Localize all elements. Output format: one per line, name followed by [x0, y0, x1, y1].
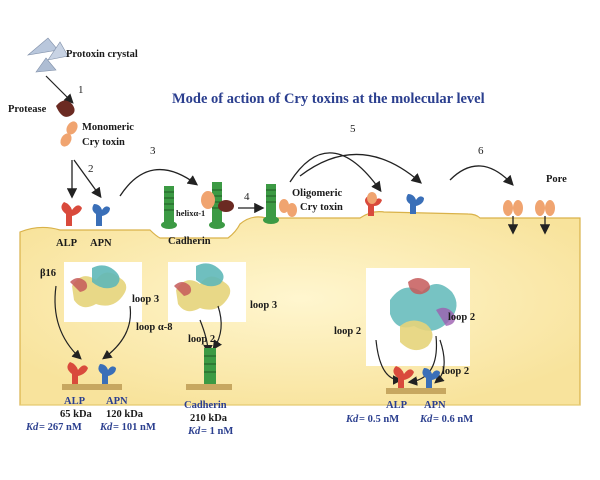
loop3-left-label: loop 3 — [132, 294, 159, 305]
cadherin-kd-symbol: Kd — [187, 426, 201, 437]
structure-inset-middle — [168, 262, 246, 322]
helix-label: helixα-1 — [176, 208, 205, 218]
apn-receptor-bottom — [98, 364, 116, 386]
membrane-patch-right — [386, 388, 446, 394]
apn-receptor-right-bottom — [422, 368, 440, 390]
alp-kd-value: = 267 nM — [39, 422, 82, 433]
alp-label-top: ALP — [56, 238, 78, 249]
protease-label: Protease — [8, 104, 47, 115]
loop2-right-c-label: loop 2 — [442, 366, 469, 377]
monomeric-label-line2: Cry toxin — [82, 137, 125, 148]
step-4-label: 4 — [244, 191, 250, 203]
cadherin-kd-value: = 1 nM — [201, 426, 233, 437]
protoxin-crystal — [26, 37, 69, 73]
loop3-middle-label: loop 3 — [250, 300, 277, 311]
diagram-title: Mode of action of Cry toxins at the mole… — [172, 91, 485, 107]
loop2-right-b-label: loop 2 — [448, 312, 475, 323]
cadherin-receptor-bottom — [186, 348, 232, 390]
oligomeric-label-line1: Oligomeric — [292, 188, 342, 199]
alp-right-label: ALP — [386, 400, 408, 411]
structure-inset-left — [64, 262, 142, 322]
apn-receptor-left — [92, 204, 110, 226]
beta16-label: β16 — [40, 268, 56, 279]
apn-right-label: APN — [424, 400, 446, 411]
membrane-patch-left — [62, 384, 122, 390]
arrow-step-5b — [299, 153, 422, 184]
pore-label: Pore — [546, 174, 567, 185]
arrow-loop2-right-c — [434, 339, 445, 384]
oligomeric-label-line2: Cry toxin — [300, 202, 343, 213]
toxin-bound-cadherin — [201, 191, 234, 212]
alp-kd-symbol: Kd — [25, 422, 39, 433]
apn-right-kd-symbol: Kd — [419, 414, 433, 425]
apn-kda: 120 kDa — [106, 409, 144, 420]
step-1-label: 1 — [78, 84, 84, 96]
alp-right-kd-symbol: Kd — [345, 414, 359, 425]
arrow-loop3-middle — [212, 305, 222, 350]
step-5-label: 5 — [350, 123, 356, 135]
alp-right-kd-value: = 0.5 nM — [359, 414, 399, 425]
cadherin-label-top: Cadherin — [168, 236, 211, 247]
loop2-middle-label: loop 2 — [188, 334, 215, 345]
arrow-step-2b — [73, 159, 102, 199]
apn-bottom-label: APN — [106, 396, 128, 407]
oligomeric-toxin — [279, 199, 297, 217]
oligomer-alp-complex — [365, 192, 382, 216]
alp-receptor-left — [61, 202, 82, 226]
structure-inset-right — [366, 268, 470, 366]
monomeric-label-line1: Monomeric — [82, 122, 134, 133]
apn-right-kd-value: = 0.6 nM — [433, 414, 473, 425]
protease-enzyme — [56, 100, 75, 117]
arrow-step-1 — [45, 75, 74, 104]
cadherin-receptor-1 — [161, 186, 177, 229]
step-6-label: 6 — [478, 145, 484, 157]
alp-bottom-label: ALP — [64, 396, 86, 407]
apn-kd-value: = 101 nM — [113, 422, 156, 433]
oligomer-apn-complex — [406, 194, 424, 214]
alp-receptor-right-bottom — [393, 366, 414, 390]
alp-receptor-bottom — [67, 362, 88, 386]
arrow-beta16 — [54, 285, 82, 360]
monomeric-toxin — [60, 121, 78, 147]
apn-label-top: APN — [90, 238, 112, 249]
apn-kd-symbol: Kd — [99, 422, 113, 433]
step-3-label: 3 — [150, 145, 156, 157]
loop2-right-a-label: loop 2 — [334, 326, 361, 337]
arrow-loop3-left — [102, 305, 132, 360]
pore — [503, 200, 555, 235]
arrow-step-3 — [119, 168, 199, 197]
arrow-loop2-right-a — [375, 339, 403, 385]
cadherin-receptor-3 — [263, 184, 279, 224]
arrow-step-6 — [449, 165, 514, 186]
arrow-step-5a — [289, 152, 382, 193]
arrow-loop2-right-b — [407, 335, 438, 386]
step-2-label: 2 — [88, 163, 94, 175]
alp-kda: 65 kDa — [60, 409, 93, 420]
protoxin-crystal-label: Protoxin crystal — [66, 49, 138, 60]
cadherin-kda: 210 kDa — [190, 413, 228, 424]
loop-alpha8-label: loop α-8 — [136, 322, 173, 333]
cadherin-bottom-label: Cadherin — [184, 400, 227, 411]
